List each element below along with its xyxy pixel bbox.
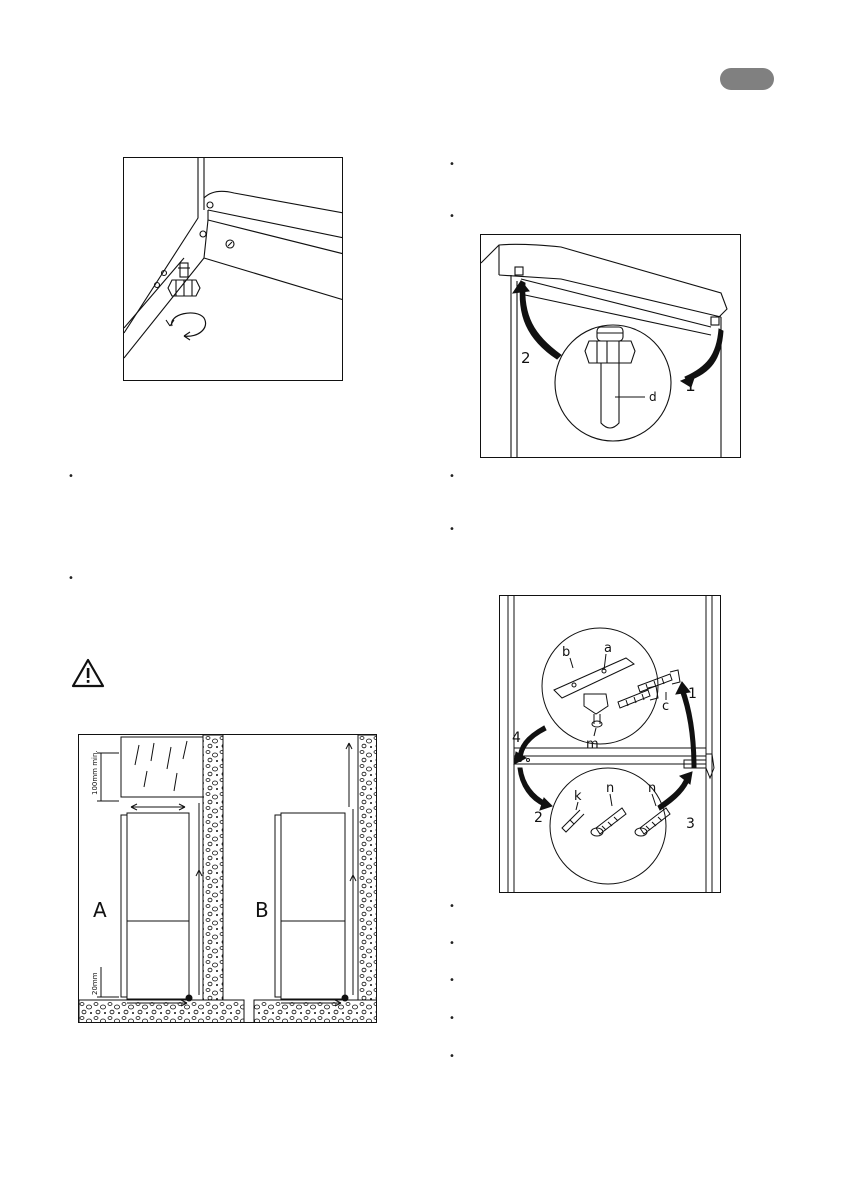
step-1-label: 1: [688, 686, 697, 702]
bullet-icon: •: [449, 211, 455, 222]
part-b-label: b: [562, 645, 570, 660]
figure-hinge: b a c m k n n 1 4 2 3: [499, 595, 721, 893]
part-k-label: k: [574, 789, 582, 804]
step-2-label: 2: [521, 349, 531, 367]
part-n-label: n: [648, 781, 656, 796]
dim-top-label: 100mm min.: [91, 750, 99, 795]
bullet-icon: •: [68, 471, 74, 482]
bullet-icon: •: [449, 471, 455, 482]
step-3-label: 3: [686, 816, 695, 832]
part-c-label: c: [662, 699, 669, 714]
bullet-icon: •: [449, 1051, 455, 1062]
part-a-label: a: [604, 641, 612, 656]
part-d-label: d: [649, 390, 657, 404]
step-2-label: 2: [534, 810, 543, 826]
part-m-label: m: [586, 737, 599, 752]
warning-triangle-icon: [71, 658, 105, 688]
bullet-icon: •: [449, 1013, 455, 1024]
bullet-icon: •: [68, 573, 74, 584]
figure-leveling-foot: [123, 157, 343, 381]
language-tab: [720, 68, 774, 90]
adjustable-foot-icon: [124, 158, 342, 359]
label-b: B: [255, 898, 269, 922]
bullet-icon: •: [449, 975, 455, 986]
label-a: A: [93, 898, 107, 922]
figure-clearance: A B 100mm min. 20mm: [78, 734, 377, 1023]
bullet-icon: •: [449, 159, 455, 170]
part-n-label: n: [606, 781, 614, 796]
step-4-label: 4: [512, 730, 521, 746]
bullet-icon: •: [449, 524, 455, 535]
step-1-label: 1: [685, 376, 696, 396]
bullet-icon: •: [449, 938, 455, 949]
dim-bottom-label: 20mm: [91, 972, 99, 995]
bullet-icon: •: [449, 901, 455, 912]
figure-door-pin: 2 1 d: [480, 234, 741, 458]
